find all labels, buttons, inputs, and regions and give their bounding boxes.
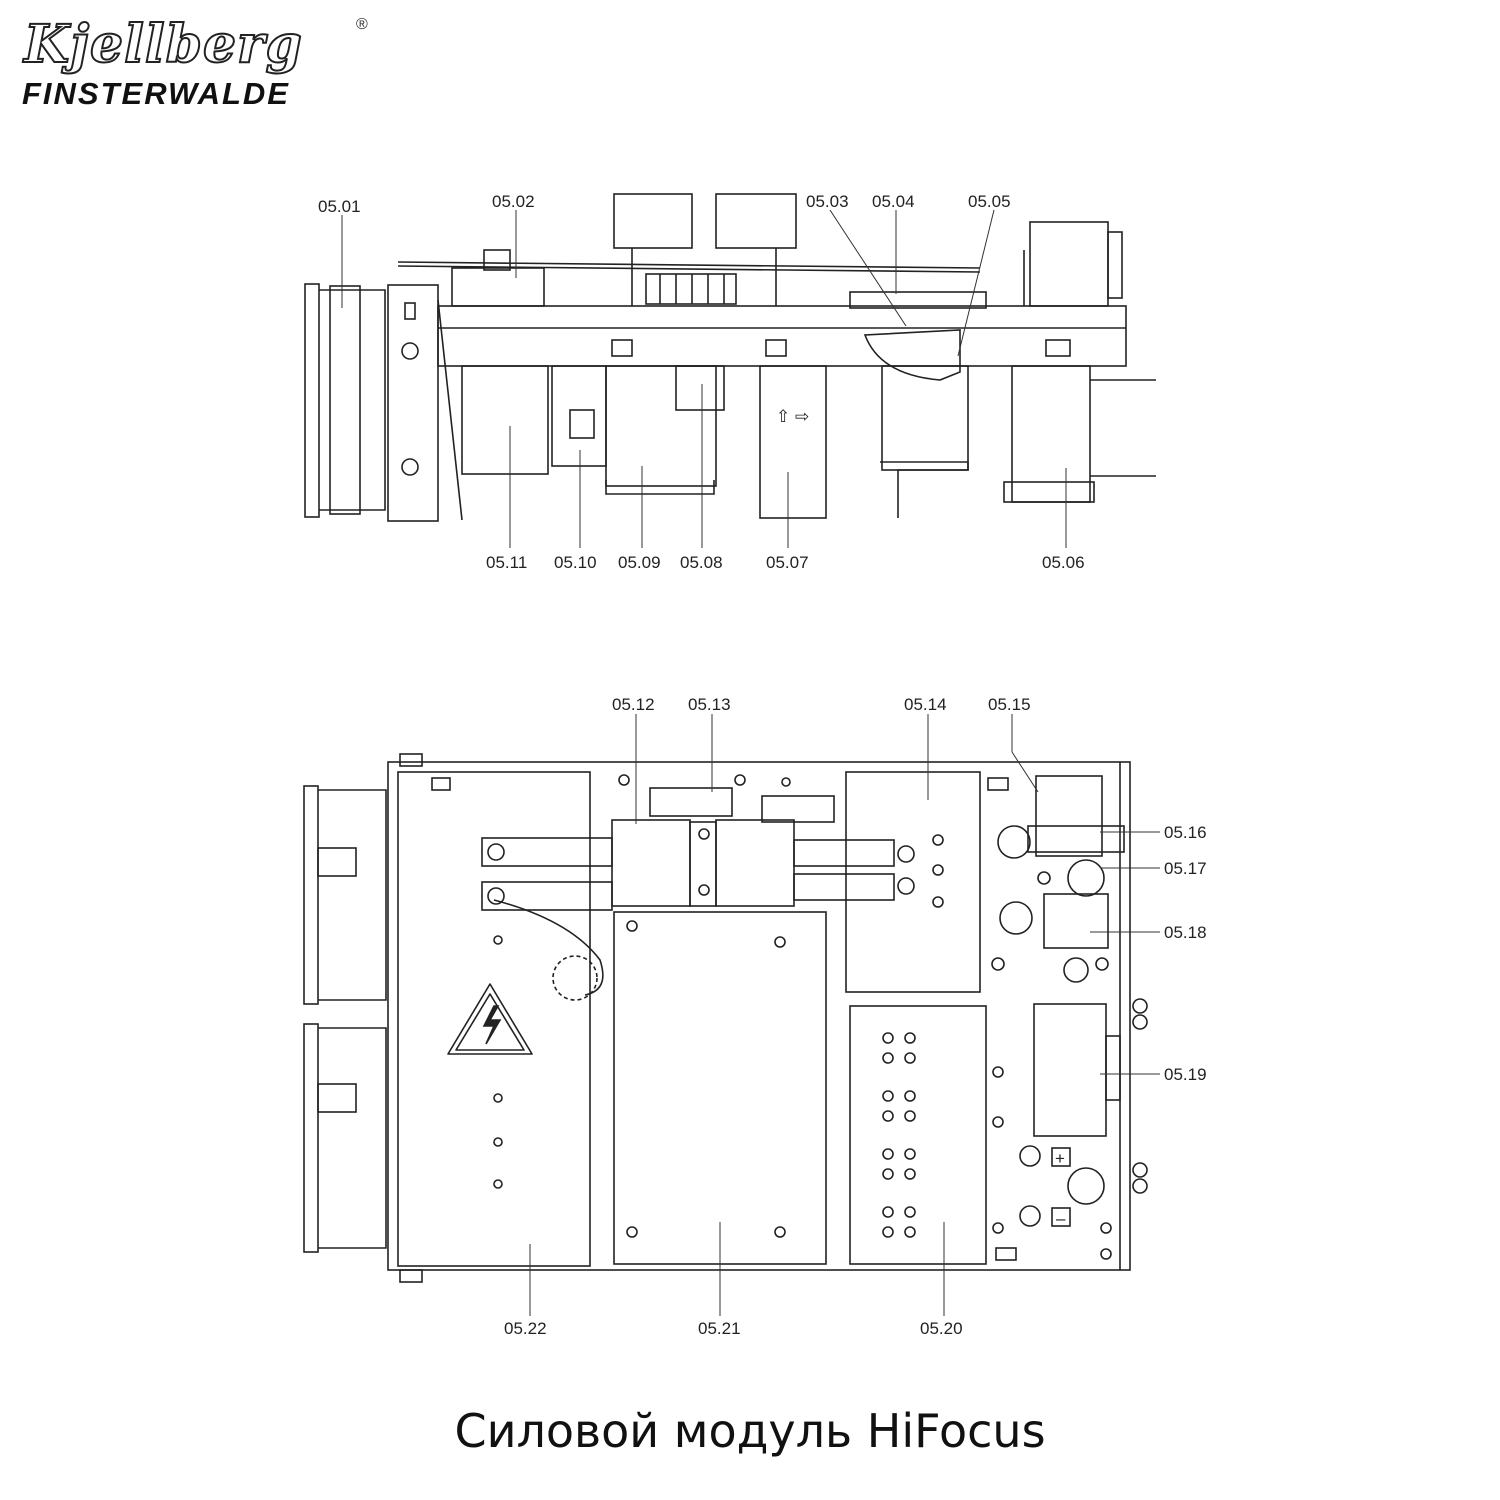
fan-frame [304, 283, 320, 518]
module-05-07 [759, 365, 827, 519]
bottom-leader-lines [529, 714, 1160, 1316]
relay-05-18 [1043, 893, 1109, 949]
callout-05-01: 05.01 [318, 197, 361, 216]
callout-05-03: 05.03 [806, 192, 849, 211]
logo-city: FINSTERWALDE [22, 76, 290, 111]
callout-05-02: 05.02 [492, 192, 535, 211]
relay-05-09 [605, 365, 717, 487]
callout-05-22: 05.22 [504, 1319, 547, 1338]
fan-shroud [319, 289, 386, 511]
relay-block-a [613, 193, 693, 249]
kjellberg-logo: Kjellberg ® FINSTERWALDE [18, 13, 373, 111]
callout-05-10: 05.10 [554, 553, 597, 572]
callout-05-11: 05.11 [486, 553, 527, 572]
callout-05-07: 05.07 [766, 553, 809, 572]
callout-05-19: 05.19 [1164, 1065, 1207, 1084]
callout-05-20: 05.20 [920, 1319, 963, 1338]
callout-05-04: 05.04 [872, 192, 915, 211]
terminal-strip [645, 273, 737, 305]
callout-05-15: 05.15 [988, 695, 1031, 714]
base-plate [387, 761, 1131, 1271]
figure-caption: Силовой модуль HiFocus [454, 1404, 1046, 1458]
minus-symbol: – [1056, 1209, 1066, 1228]
callout-05-17: 05.17 [1164, 859, 1207, 878]
rectifier-screws [882, 1032, 916, 1238]
terminal-minus [1019, 1205, 1041, 1227]
coil-top [1029, 221, 1109, 307]
top-leader-lines [341, 209, 1067, 548]
callout-05-09: 05.09 [618, 553, 661, 572]
transformer-05-19 [1033, 1003, 1107, 1137]
fan-left-lower [303, 1023, 319, 1253]
capacitor-block [461, 365, 549, 475]
callout-05-18: 05.18 [1164, 923, 1207, 942]
connector-05-13 [649, 787, 733, 817]
callout-05-13: 05.13 [688, 695, 731, 714]
callout-05-14: 05.14 [904, 695, 947, 714]
plate-05-21 [613, 911, 827, 1265]
capacitor-05-17 [1067, 859, 1105, 897]
callout-05-08: 05.08 [680, 553, 723, 572]
callout-05-21: 05.21 [698, 1319, 741, 1338]
callout-05-06: 05.06 [1042, 553, 1085, 572]
bottom-plan-view [303, 753, 1148, 1283]
micro-switch [863, 329, 961, 381]
fan-left-upper [303, 785, 319, 1005]
terminal-plus [1019, 1145, 1041, 1167]
bottom-view-callouts: 05.12 05.13 05.14 05.15 05.16 05.17 05.1… [504, 695, 1207, 1338]
board-05-14 [845, 771, 981, 993]
high-voltage-warning-icon [447, 983, 533, 1055]
cover-05-22 [397, 771, 591, 1267]
chassis-rail [437, 305, 1127, 367]
relay-05-10 [551, 365, 607, 467]
igbt-05-12 [611, 819, 691, 907]
logo-brand: Kjellberg [23, 13, 303, 76]
igbt-05-12b [715, 819, 795, 907]
contact-05-08 [675, 365, 725, 411]
top-view-callouts: 05.01 05.02 05.03 05.04 05.05 05.06 05.0… [318, 192, 1085, 572]
terminal-block-05-15 [1035, 775, 1103, 857]
direction-arrows: ⇧ ⇨ [776, 407, 809, 426]
callout-05-05: 05.05 [968, 192, 1011, 211]
busbar-upper [481, 837, 613, 867]
callout-05-16: 05.16 [1164, 823, 1207, 842]
fuse-holder [451, 267, 545, 307]
logo-registered-mark: ® [356, 16, 368, 33]
busbar-lower [481, 881, 613, 911]
top-side-view [304, 193, 1156, 522]
relay-block-b [715, 193, 797, 249]
switch-housing [881, 365, 969, 471]
rectifier-05-20 [849, 1005, 987, 1265]
callout-05-12: 05.12 [612, 695, 655, 714]
plus-symbol: + [1055, 1149, 1065, 1168]
